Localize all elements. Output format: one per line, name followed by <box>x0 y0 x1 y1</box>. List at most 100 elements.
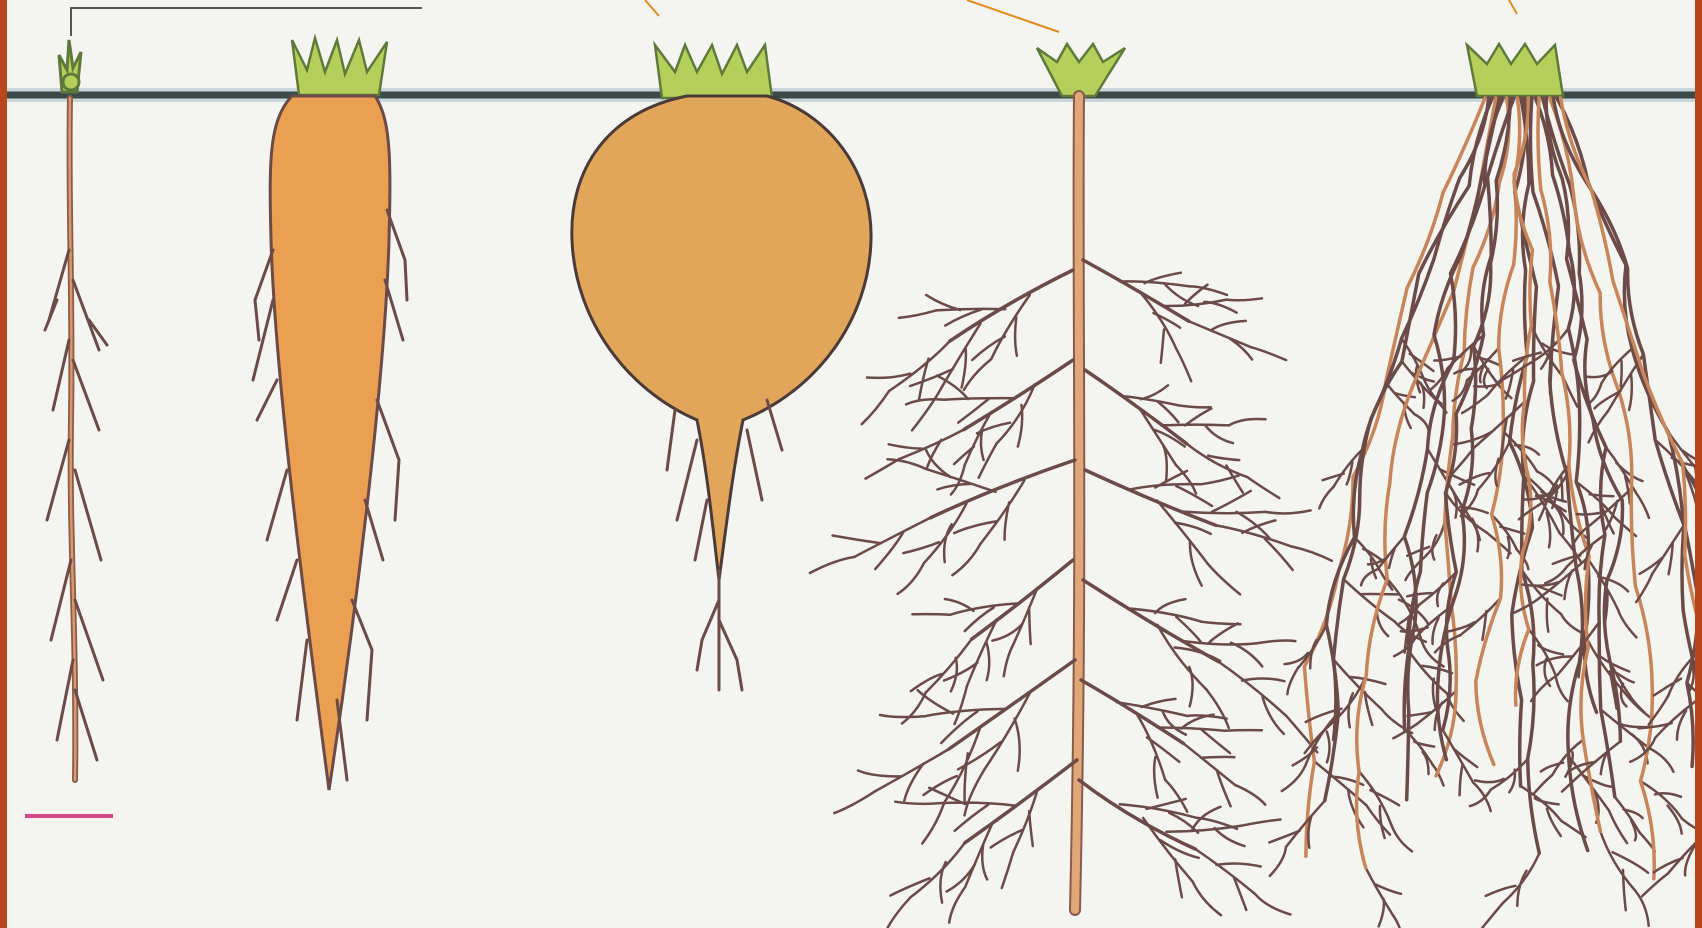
lateral-root <box>1015 317 1017 355</box>
fibrous-rootlet <box>1547 599 1549 632</box>
lateral-root <box>1085 370 1187 444</box>
lateral-root <box>1154 757 1157 798</box>
lateral-root <box>1166 826 1240 832</box>
fibrous-rootlet <box>1334 659 1382 709</box>
thin-taproot-shoot <box>59 40 81 92</box>
fibrous-rootlet <box>1414 414 1429 433</box>
lateral-root <box>947 864 975 891</box>
fibrous-rootlet <box>1534 775 1552 793</box>
lateral-root <box>1212 491 1251 512</box>
lateral-root <box>1248 477 1280 498</box>
fibrous-rootlet <box>1282 766 1305 791</box>
lateral-root <box>972 560 1073 639</box>
figure-panel <box>7 0 1695 928</box>
fibrous-rootlet <box>1654 679 1681 696</box>
fibrous-shoot <box>1467 44 1563 96</box>
lateral-root <box>1227 298 1262 300</box>
lateral-root <box>1183 512 1265 514</box>
fibrous-rootlet <box>1503 853 1540 903</box>
lateral-root <box>1161 330 1164 363</box>
fibrous-rootlet <box>1460 764 1463 795</box>
lateral-root <box>1015 719 1020 771</box>
lateral-root <box>906 399 944 404</box>
lateral-root <box>1185 641 1257 644</box>
branched-taproot-root <box>1075 96 1079 910</box>
lateral-root <box>1216 863 1260 866</box>
fibrous-rootlet <box>1585 636 1623 691</box>
lateral-root <box>944 398 1013 400</box>
lateral-root <box>949 660 1075 749</box>
beet-leaves <box>655 45 772 98</box>
pointer-arrow-3 <box>967 0 1059 32</box>
lateral-root <box>918 690 954 714</box>
lateral-root <box>1201 476 1239 485</box>
lateral-root <box>987 643 990 681</box>
lateral-root <box>1208 564 1240 595</box>
lateral-root <box>911 843 965 897</box>
lateral-root <box>862 391 889 424</box>
fibrous-rootlet <box>1618 610 1636 637</box>
pointer-line-1 <box>71 8 422 36</box>
fibrous-rootlet <box>1310 640 1316 668</box>
lateral-root <box>1210 623 1238 642</box>
lateral-root <box>1157 501 1208 564</box>
lateral-root <box>1235 785 1266 805</box>
fibrous-rootlet <box>1541 763 1563 772</box>
lateral-root <box>898 563 924 594</box>
lateral-root <box>1079 780 1196 849</box>
lateral-root <box>1204 302 1236 313</box>
lateral-root <box>1131 484 1201 489</box>
lateral-root <box>1176 349 1191 382</box>
lateral-root <box>981 431 984 460</box>
lateral-root <box>895 802 938 804</box>
fibrous-rootlet <box>1508 537 1510 558</box>
lateral-root <box>1002 852 1013 888</box>
fibrous-rootlet <box>1654 858 1683 872</box>
lateral-root <box>886 897 911 928</box>
fibrous-rootlet <box>1270 847 1286 876</box>
fibrous-rootlet <box>1386 382 1415 414</box>
lateral-root <box>1218 662 1286 716</box>
lateral-root <box>1225 730 1262 731</box>
label-pointers <box>71 0 1517 36</box>
carrot-leaves <box>292 38 387 95</box>
lateral-root <box>955 686 968 724</box>
root-systems-figure <box>7 0 1695 928</box>
lateral-root <box>1029 607 1031 644</box>
fibrous-rootlet <box>1547 513 1550 548</box>
fibrous-rootlet <box>1319 487 1333 509</box>
fibrous-rootlet <box>1682 819 1695 835</box>
fibrous-rootlet <box>1636 574 1652 602</box>
fibrous-rootlet <box>1649 748 1673 772</box>
lateral-root <box>925 709 1006 716</box>
lateral-root <box>954 447 974 465</box>
lateral-root <box>880 715 925 717</box>
fibrous-rootlet <box>1473 783 1491 811</box>
lateral-root <box>945 599 974 611</box>
lateral-root <box>926 639 972 693</box>
lateral-root <box>1158 728 1225 731</box>
lateral-root <box>1211 321 1246 331</box>
lateral-root <box>982 845 987 880</box>
fibrous-rootlet <box>1414 742 1434 747</box>
lateral-root <box>810 557 854 573</box>
fibrous-rootlet <box>1327 732 1330 763</box>
lateral-root <box>1251 347 1286 360</box>
lateral-root <box>867 374 910 378</box>
lateral-root <box>1231 643 1262 667</box>
lateral-root <box>899 310 936 318</box>
lateral-root <box>1201 730 1230 754</box>
lateral-root <box>1196 849 1256 894</box>
lateral-root <box>888 459 927 469</box>
soil-surface-line <box>7 88 1695 102</box>
lateral-root <box>949 887 965 922</box>
fibrous-rootlet <box>1640 557 1664 574</box>
lateral-root <box>950 270 1073 341</box>
fibrous-rootlet <box>1561 477 1562 501</box>
fibrous-rootlet <box>1355 537 1380 570</box>
fibrous-rootlet <box>1535 798 1559 804</box>
lateral-root <box>997 384 1035 443</box>
lateral-root <box>1201 757 1234 758</box>
lateral-root <box>1179 405 1211 407</box>
